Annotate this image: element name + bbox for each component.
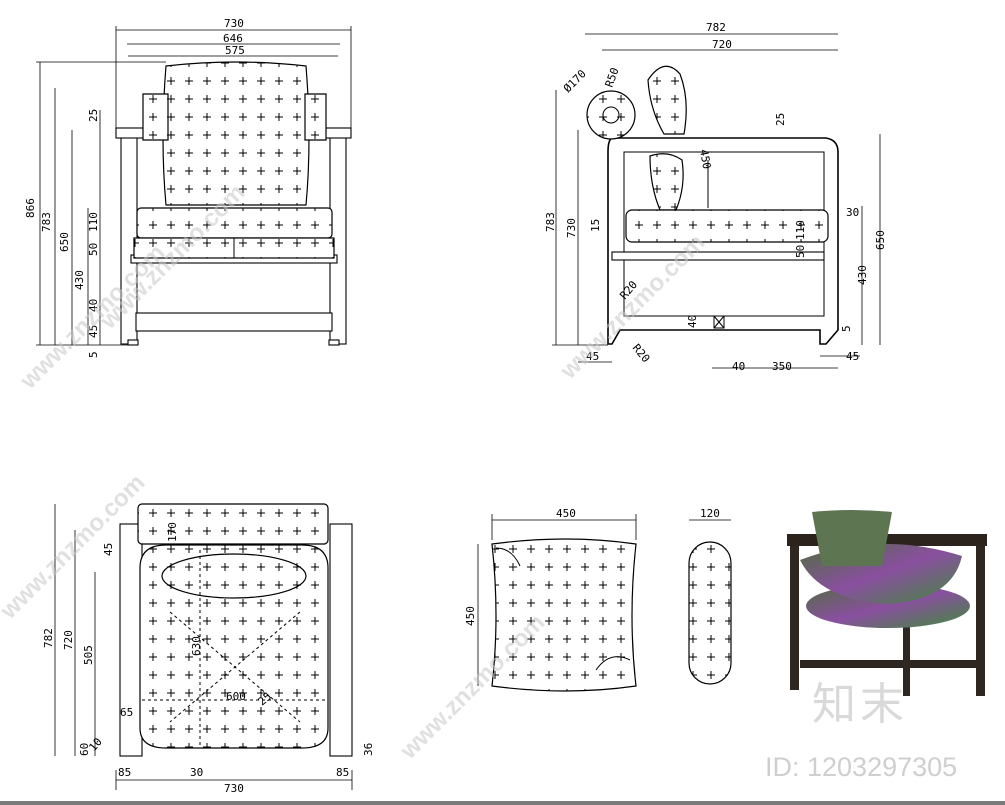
side-frame <box>607 137 839 345</box>
pillow-square <box>491 538 637 692</box>
bolster-side <box>688 541 732 685</box>
pillow-view: 450 450 120 <box>464 507 732 692</box>
dim-430b: 430 <box>856 265 869 285</box>
dim-450b: 450 <box>556 507 576 520</box>
side-back-cushion <box>647 65 687 135</box>
dim-730b: 730 <box>565 218 578 238</box>
dim-25b: 25 <box>774 113 787 126</box>
dim-120: 120 <box>700 507 720 520</box>
dim-350: 350 <box>772 360 792 373</box>
side-bolster-circle <box>586 90 636 140</box>
front-back-cushion <box>162 61 310 206</box>
dim-45: 45 <box>87 325 100 338</box>
dim-r50: R50 <box>603 66 622 89</box>
top-right-arm <box>329 523 353 757</box>
dim-720b: 720 <box>62 630 75 650</box>
dim-600: 600 <box>226 690 246 703</box>
dim-30b: 30 <box>190 766 203 779</box>
dim-783b: 783 <box>544 212 557 232</box>
dim-730: 730 <box>224 17 244 30</box>
dim-5: 5 <box>87 351 100 358</box>
front-view: 730 646 575 866 783 650 430 25 110 50 40… <box>24 17 352 358</box>
top-bolster <box>161 553 307 599</box>
dim-r20b: R20 <box>630 342 653 366</box>
dim-630: 630 <box>190 636 203 656</box>
top-left-arm <box>119 523 143 757</box>
dim-866: 866 <box>24 198 37 218</box>
top-back-cushion <box>137 503 329 545</box>
dim-60: 60 <box>78 743 91 756</box>
dim-646: 646 <box>223 32 243 45</box>
dim-110: 110 <box>87 212 100 232</box>
chair-photo <box>775 506 1005 746</box>
dim-50: 50 <box>87 243 100 256</box>
dim-450: 450 <box>697 148 713 170</box>
dim-782: 782 <box>706 21 726 34</box>
top-seat-cushion <box>139 544 329 749</box>
dim-40: 40 <box>87 299 100 312</box>
dim-505: 505 <box>82 645 95 665</box>
dim-45b: 45 <box>586 350 599 363</box>
dim-783: 783 <box>40 212 53 232</box>
side-view: 782 720 Ø170 R50 450 25 30 783 730 15 11… <box>544 21 887 373</box>
dim-40b: 40 <box>686 315 699 328</box>
dim-730c: 730 <box>224 782 244 795</box>
dim-25: 25 <box>87 109 100 122</box>
dim-430: 430 <box>73 270 86 290</box>
bottom-bar <box>0 801 1005 805</box>
dim-40c: 40 <box>732 360 745 373</box>
brand-watermark: 知末 <box>812 679 908 730</box>
dim-85b: 85 <box>336 766 349 779</box>
dim-30: 30 <box>846 206 859 219</box>
dim-5b: 5 <box>840 325 853 332</box>
top-view: 782 720 505 45 170 630 600 25 65 60 10 3… <box>42 503 375 795</box>
dim-450c: 450 <box>464 606 477 626</box>
dim-45c: 45 <box>846 350 859 363</box>
dim-170: 170 <box>166 522 179 542</box>
dim-650: 650 <box>58 232 71 252</box>
dim-720: 720 <box>712 38 732 51</box>
dim-575: 575 <box>225 44 245 57</box>
image-id: ID: 1203297305 <box>765 752 958 782</box>
dim-15: 15 <box>589 219 602 232</box>
dim-110b: 110 <box>794 220 807 240</box>
dim-782b: 782 <box>42 628 55 648</box>
dim-36: 36 <box>362 743 375 756</box>
dim-650b: 650 <box>874 230 887 250</box>
dim-65: 65 <box>120 706 133 719</box>
side-seat-cushion <box>625 209 829 243</box>
dim-45d: 45 <box>102 543 115 556</box>
dim-85: 85 <box>118 766 131 779</box>
dim-50b: 50 <box>794 245 807 258</box>
dim-dia170: Ø170 <box>561 67 589 95</box>
